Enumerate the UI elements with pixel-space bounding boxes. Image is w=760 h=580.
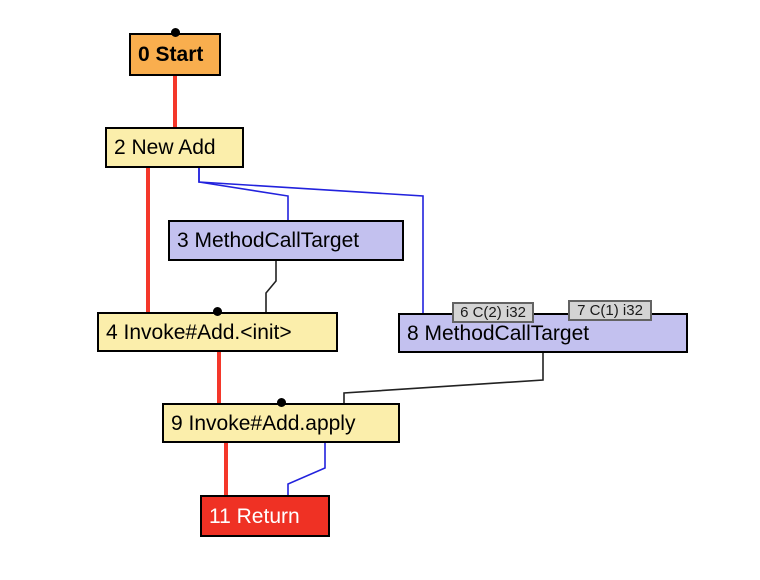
graph-node-anchor-dot bbox=[276, 398, 286, 407]
graph-node-n3[interactable]: 3 MethodCallTarget bbox=[168, 220, 404, 261]
graph-const-node-n6[interactable]: 6 C(2) i32 bbox=[452, 302, 534, 323]
graph-node-label: 9 Invoke#Add.apply bbox=[171, 411, 356, 435]
graph-node-n2[interactable]: 2 New Add bbox=[105, 127, 244, 168]
graph-node-label: 8 MethodCallTarget bbox=[407, 321, 590, 345]
graph-node-label: 4 Invoke#Add.<init> bbox=[106, 320, 292, 344]
graph-const-node-label: 6 C(2) i32 bbox=[460, 304, 526, 321]
graph-node-n0[interactable]: 0 Start bbox=[129, 33, 221, 76]
graph-node-anchor-dot bbox=[170, 28, 180, 37]
graph-edge-n2-to-n8 bbox=[198, 168, 424, 313]
graph-node-label: 0 Start bbox=[138, 43, 204, 66]
graph-node-n8[interactable]: 8 MethodCallTarget bbox=[398, 313, 688, 353]
graph-const-node-label: 7 C(1) i32 bbox=[577, 302, 643, 319]
graph-node-n11[interactable]: 11 Return bbox=[200, 495, 330, 537]
graph-node-label: 2 New Add bbox=[114, 136, 216, 159]
graph-node-label: 11 Return bbox=[209, 504, 300, 528]
graph-node-n9[interactable]: 9 Invoke#Add.apply bbox=[162, 403, 400, 443]
graph-node-n4[interactable]: 4 Invoke#Add.<init> bbox=[97, 312, 338, 352]
graph-node-anchor-dot bbox=[213, 307, 222, 316]
graph-edge-n9-to-n11 bbox=[287, 443, 326, 495]
graph-edge-n8-to-n9 bbox=[343, 353, 544, 403]
graph-edge-n2-to-n3 bbox=[198, 168, 289, 220]
graph-node-label: 3 MethodCallTarget bbox=[177, 229, 360, 252]
graph-const-node-n7[interactable]: 7 C(1) i32 bbox=[568, 300, 652, 321]
graph-edge-n3-to-n4 bbox=[265, 261, 277, 312]
